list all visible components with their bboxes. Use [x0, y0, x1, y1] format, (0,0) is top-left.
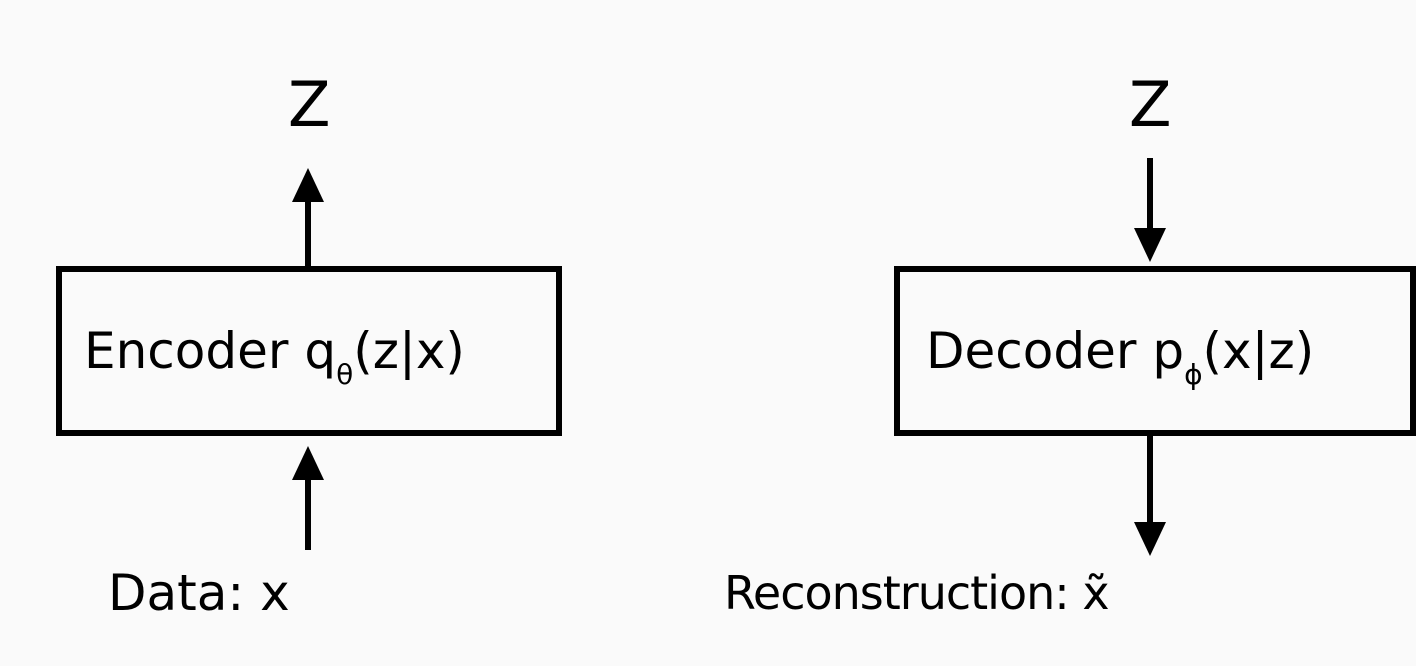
decoder-latent-label: Z — [1129, 68, 1172, 141]
decoder-output-arrow — [1134, 436, 1166, 556]
encoder-output-arrow — [292, 168, 324, 266]
encoder-box — [56, 266, 562, 436]
decoder-name: Decoder — [926, 322, 1137, 380]
decoder-box — [894, 266, 1416, 436]
decoder-input-arrow — [1134, 158, 1166, 262]
encoder-latent-label: Z — [288, 68, 331, 141]
encoder-args: (z|x) — [353, 322, 465, 380]
encoder-name: Encoder — [84, 322, 289, 380]
encoder-input-arrow — [292, 446, 324, 550]
encoder-func: q — [304, 322, 337, 380]
encoder-input-label: Data: x — [108, 564, 290, 622]
decoder-args: (x|z) — [1202, 322, 1315, 380]
encoder-subscript: θ — [336, 358, 354, 391]
decoder-func: p — [1152, 322, 1185, 380]
decoder-subscript: ϕ — [1184, 358, 1203, 391]
decoder-box-label: Decoder pϕ(x|z) — [926, 326, 1314, 389]
decoder-output-label: Reconstruction: x̃ — [724, 566, 1110, 620]
encoder-box-label: Encoder qθ(z|x) — [84, 326, 465, 389]
